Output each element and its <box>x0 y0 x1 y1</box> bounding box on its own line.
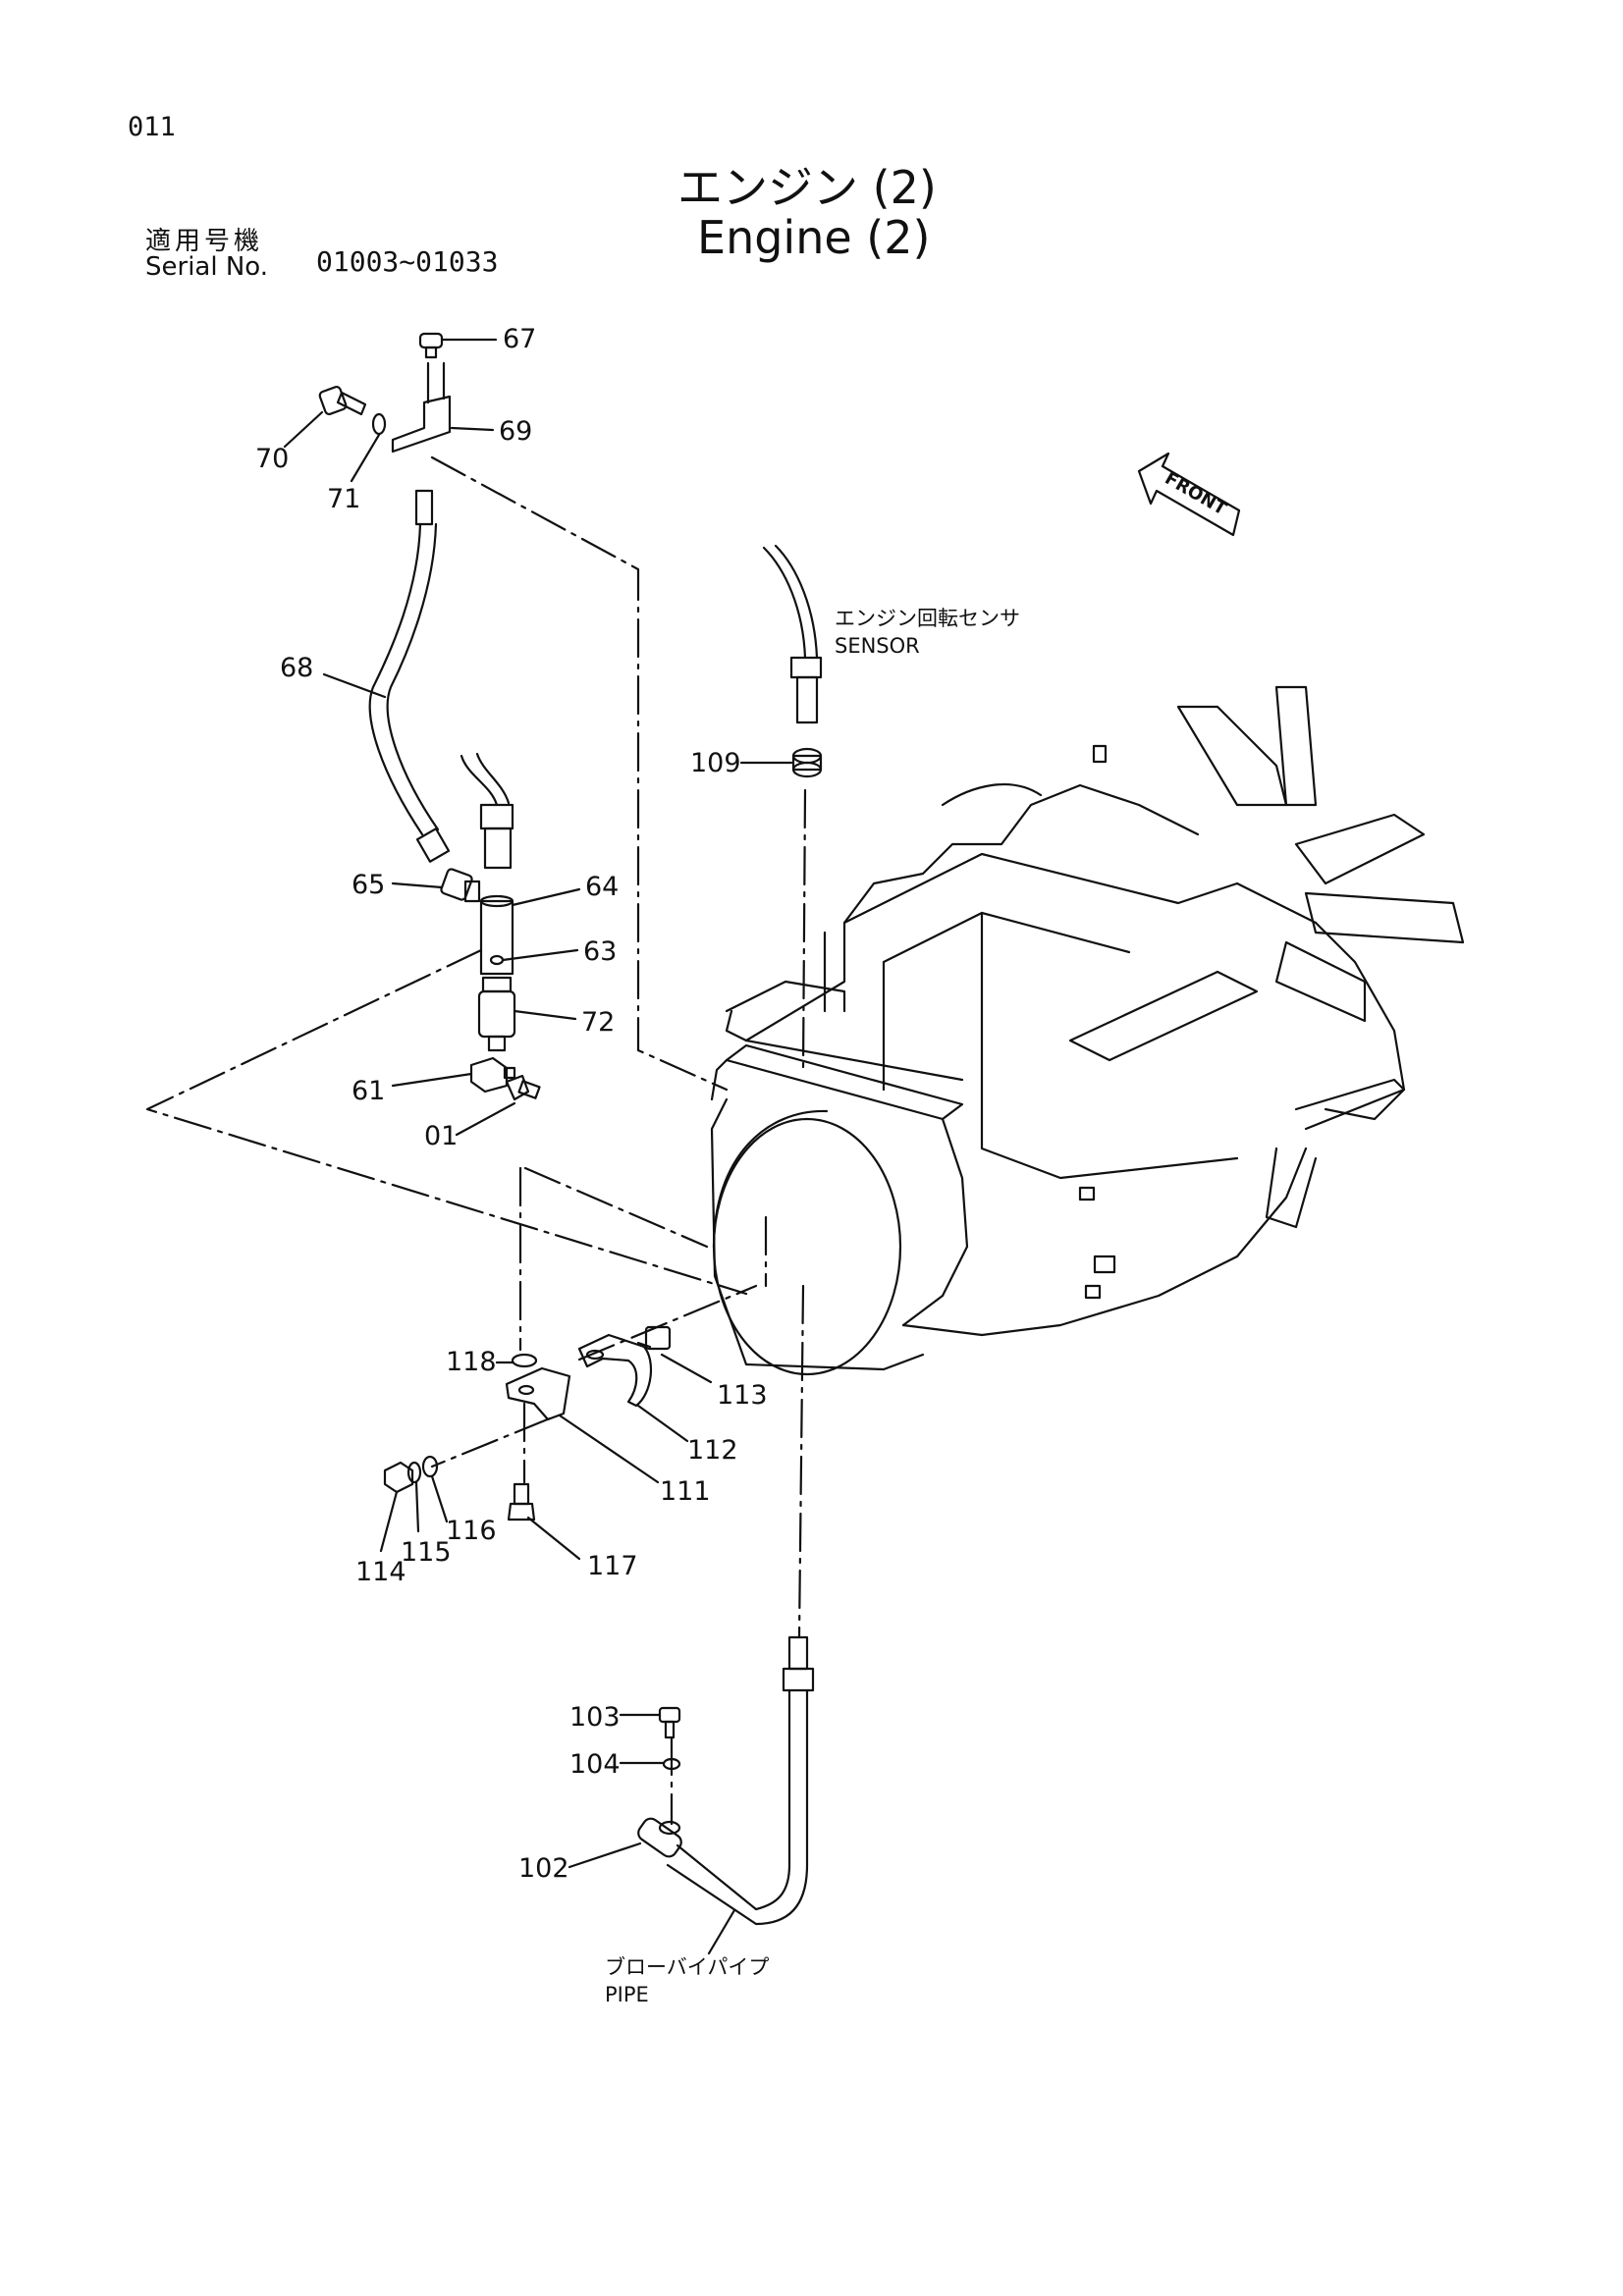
pipe-note: ブローバイパイプ PIPE <box>605 1953 769 2008</box>
callout-70: 70 <box>255 444 290 474</box>
connector-stack <box>440 752 541 1101</box>
callout-116: 116 <box>446 1516 497 1546</box>
pipe-label-english: PIPE <box>605 1983 649 2006</box>
callout-61: 61 <box>352 1076 386 1106</box>
callout-118: 118 <box>446 1347 497 1377</box>
page-title-english: Engine (2) <box>697 211 931 264</box>
sensor-label-english: SENSOR <box>835 634 920 658</box>
front-arrow-label: FRONT <box>1162 468 1231 520</box>
callout-69: 69 <box>499 416 533 447</box>
callout-65: 65 <box>352 870 386 900</box>
callout-64: 64 <box>585 872 620 902</box>
callout-117: 117 <box>587 1551 638 1581</box>
serial-label-english: Serial No. <box>145 252 268 282</box>
callout-72: 72 <box>581 1007 616 1038</box>
assembly-lines <box>145 455 807 1826</box>
callout-109: 109 <box>690 748 741 778</box>
callout-67: 67 <box>503 324 537 354</box>
front-arrow-icon: FRONT <box>1137 452 1241 537</box>
pipe-label-japanese: ブローバイパイプ <box>605 1955 770 1979</box>
page-number: 011 <box>128 112 176 142</box>
clamp-bracket-assembly <box>383 1325 672 1522</box>
callout-112: 112 <box>687 1435 738 1466</box>
engine-speed-sensor <box>762 544 823 778</box>
serial-label-japanese: 適用号機 <box>145 227 264 256</box>
callout-63: 63 <box>583 936 618 967</box>
hose-assembly-upper <box>318 332 452 863</box>
callout-68: 68 <box>280 653 314 683</box>
serial-number-range: 01003~01033 <box>316 245 499 278</box>
callout-103: 103 <box>569 1702 621 1733</box>
callout-leader-lines <box>283 338 793 1955</box>
callout-104: 104 <box>569 1749 621 1780</box>
callout-111: 111 <box>660 1476 711 1507</box>
callout-113: 113 <box>717 1380 768 1411</box>
breather-pipe-assembly <box>637 1635 815 1926</box>
callout-102: 102 <box>518 1853 569 1884</box>
sensor-label-japanese: エンジン回転センサ <box>835 607 1020 630</box>
callout-115: 115 <box>401 1537 452 1568</box>
callout-01: 01 <box>424 1121 459 1151</box>
page-title-japanese: エンジン (2) <box>677 161 937 214</box>
engine-block <box>710 685 1465 1376</box>
callout-71: 71 <box>327 484 361 514</box>
sensor-note: エンジン回転センサ SENSOR <box>835 605 1020 660</box>
callout-114: 114 <box>355 1557 406 1587</box>
